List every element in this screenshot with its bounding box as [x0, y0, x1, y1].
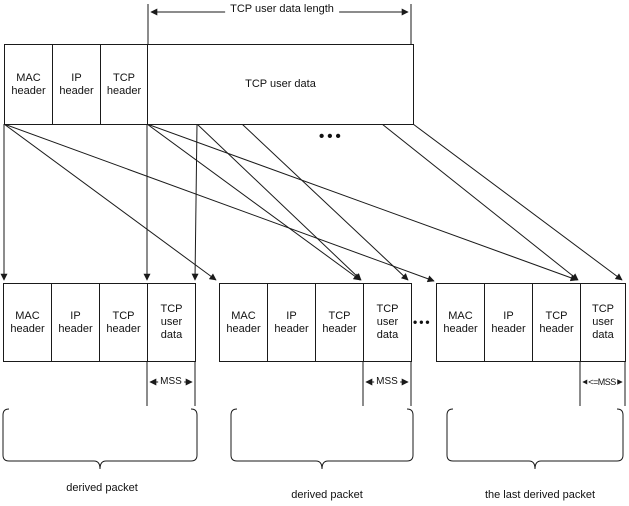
brace-2 [230, 408, 414, 470]
arrow-packet2-data-start [196, 123, 362, 281]
dp2-cell-mac-header: MAC header [220, 284, 268, 361]
dp1-cell-tcp-user-data: TCP user data [160, 303, 183, 341]
brace-3 [446, 408, 624, 470]
dp3-cell-tcp-header: TCP header [533, 284, 581, 361]
dp2-cell-tcp-user-data: TCP user data [376, 303, 399, 341]
arrow-packet3-data-end [412, 123, 623, 281]
derived-packet-1: MAC header IP header TCP header TCP user… [3, 283, 196, 362]
derived-packet-3: MAC header IP header TCP header TCP user… [436, 283, 626, 362]
tcp-user-data-length-label: TCP user data length [225, 3, 339, 16]
brace-1 [2, 408, 198, 470]
dp2-cell-ip-header: IP header [268, 284, 316, 361]
ellipsis-middle: ••• [413, 315, 432, 329]
original-cell-tcp-user-data: TCP user data [245, 78, 316, 90]
segmentation-arrows [0, 123, 623, 283]
dp1-cell-ip-header: IP header [52, 284, 100, 361]
braces [2, 408, 624, 470]
mss-label-3: <=MSS [587, 376, 617, 388]
dp2-cell-tcp-header: TCP header [316, 284, 364, 361]
dp1-cell-mac-header: MAC header [4, 284, 52, 361]
arrow-packet2-start [3, 123, 217, 281]
ellipsis-top: ••• [319, 128, 344, 145]
brace-label-derived-packet-1: derived packet [66, 482, 138, 494]
dp3-cell-ip-header: IP header [485, 284, 533, 361]
arrow-packet3-data-a [146, 123, 578, 282]
mss-extension-lines [146, 362, 626, 406]
derived-packet-2: MAC header IP header TCP header TCP user… [219, 283, 412, 362]
arrow-packet2-data-end [241, 123, 409, 281]
original-packet: MAC header IP header TCP header TCP user… [4, 44, 414, 125]
arrow-packet3-start [3, 123, 435, 283]
arrow-packet3-data-start [381, 123, 579, 281]
dp3-cell-tcp-user-data: TCP user data [592, 303, 614, 341]
original-cell-ip-header: IP header [53, 45, 101, 124]
dp3-cell-mac-header: MAC header [437, 284, 485, 361]
brace-label-last-derived-packet: the last derived packet [484, 489, 596, 501]
original-cell-tcp-header: TCP header [101, 45, 148, 124]
brace-label-derived-packet-2: derived packet [291, 489, 363, 501]
dp1-cell-tcp-header: TCP header [100, 284, 148, 361]
arrow-packet2-data-a [146, 123, 361, 281]
original-cell-mac-header: MAC header [5, 45, 53, 124]
mss-label-1: MSS [158, 376, 184, 388]
mss-label-2: MSS [374, 376, 400, 388]
arrow-packet1-data-end [191, 123, 199, 281]
